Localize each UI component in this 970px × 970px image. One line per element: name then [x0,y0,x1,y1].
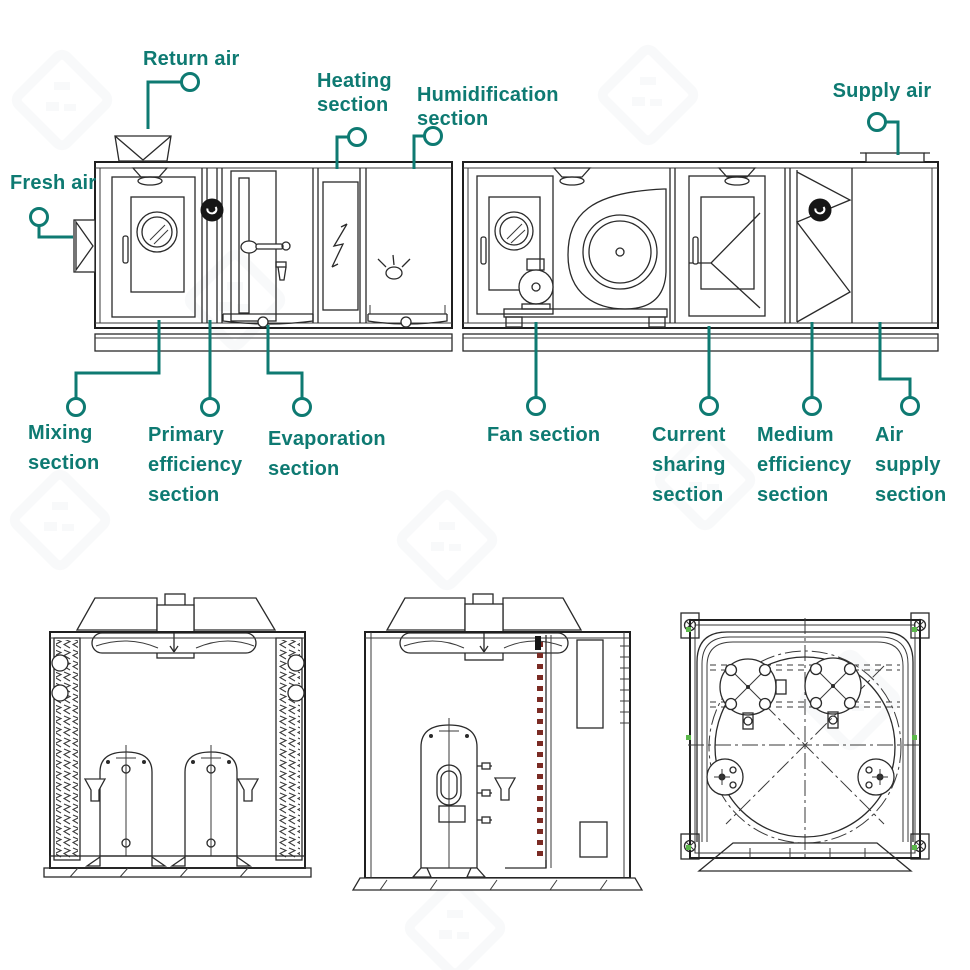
leader-primary-efficiency [200,320,220,417]
door-handle [692,236,699,265]
leader-supply-air [867,112,900,155]
fan-section [476,167,668,328]
primary-filter-panel [200,168,224,323]
evaporation-section [222,170,314,328]
heater-bolt-icon [331,223,348,268]
corner-dots [686,627,917,850]
return-air-hood [114,135,172,186]
ahu-casing [94,161,939,352]
compressor-1 [86,744,166,867]
leader-fresh-air [29,207,73,239]
door-handle [480,236,487,265]
compressor-2 [171,744,251,867]
terminal-funnel-icon [494,777,516,801]
air-arrow [689,212,761,309]
medium-efficiency-section [784,168,853,323]
center-lines [688,618,922,860]
label-fan-section: Fan section [487,424,600,446]
base-rail-right [462,333,939,352]
coil-edge [505,635,552,869]
leader-medium-efficiency [802,322,822,416]
fan-scroll-housing [567,188,667,310]
leader-mixing [66,320,161,417]
air-supply-outlet [860,152,930,163]
compressor-top-2 [804,657,862,729]
fresh-air-intake [73,219,96,273]
humidifier-nozzle-icon [385,266,403,280]
terminal-funnel-icon [237,778,259,802]
leader-humidification [412,126,443,169]
mount-circle-left [706,758,744,796]
electrical-box [576,639,630,858]
side-view-drawing [351,593,644,891]
label-supply-air: Supply air [833,80,932,102]
leader-current-sharing [699,326,719,416]
porthole-window-icon [136,211,178,253]
door-handle [122,235,129,264]
mount-circle-right [857,758,895,796]
fan-wheel [582,214,658,290]
filter-brand-disc [200,198,224,222]
leader-heating [335,127,367,169]
leader-evaporation [266,325,312,417]
heating-section [312,168,367,323]
bag-filter [795,171,852,323]
compressor-side [411,718,492,878]
condenser-coil-left [51,637,81,861]
base-rail-left [94,333,453,352]
compressor-top-1 [719,658,787,730]
fan-opening [714,656,896,838]
mixing-section-door [111,176,196,318]
humidification-section [367,254,448,328]
door-latch-handle [240,240,258,254]
top-fan-housing [385,593,583,661]
top-view-drawing [680,612,930,872]
current-sharing-section [669,167,766,323]
label-return-air: Return air [143,48,239,70]
ahu-elevation-drawing [73,135,939,352]
bottom-pan [697,842,913,872]
front-view-drawing [43,593,312,878]
leader-lines [29,72,920,417]
leader-return-air [146,72,200,129]
leader-air-supply [878,322,920,416]
top-fan-housing [75,593,277,659]
base-plate [351,877,644,891]
label-fresh-air: Fresh air [10,172,96,194]
condenser-coil-right [275,637,305,861]
fan-motor [518,269,554,305]
leader-fan [526,322,546,416]
porthole-window-icon [494,211,534,251]
filter-brand-disc [808,198,832,222]
base-frame [43,855,312,878]
